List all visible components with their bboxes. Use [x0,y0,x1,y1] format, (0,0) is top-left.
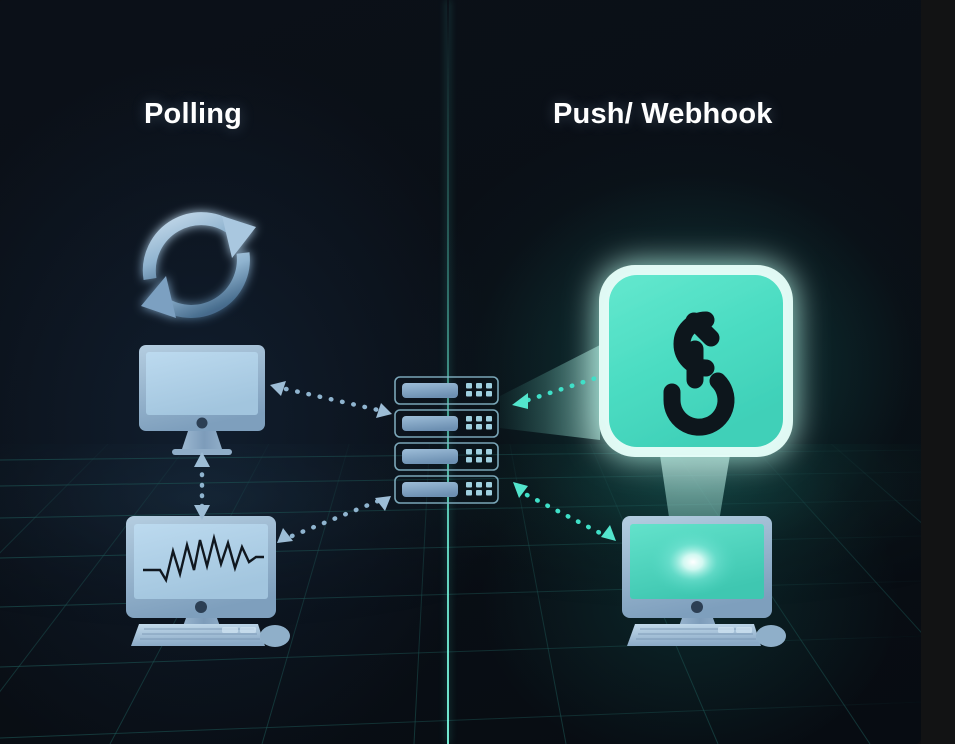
webhook-glyph [663,311,735,436]
panel-divider [447,0,449,744]
diagram-canvas: Polling Push/ Webhook [0,0,921,744]
refresh-loop-icon [141,212,256,318]
perspective-grid-floor [0,444,921,744]
right-edge-strip [921,0,955,744]
polling-arrow-top-to-server [270,381,392,418]
client-monitor-top [139,345,265,455]
page-title-polling: Polling [144,98,243,130]
light-beam-to-servers [500,345,600,440]
webhook-icon-card [599,265,793,457]
push-arrow-to-server [512,375,599,409]
page-title-push-webhook: Push/ Webhook [553,98,773,130]
grid-svg [0,444,921,744]
